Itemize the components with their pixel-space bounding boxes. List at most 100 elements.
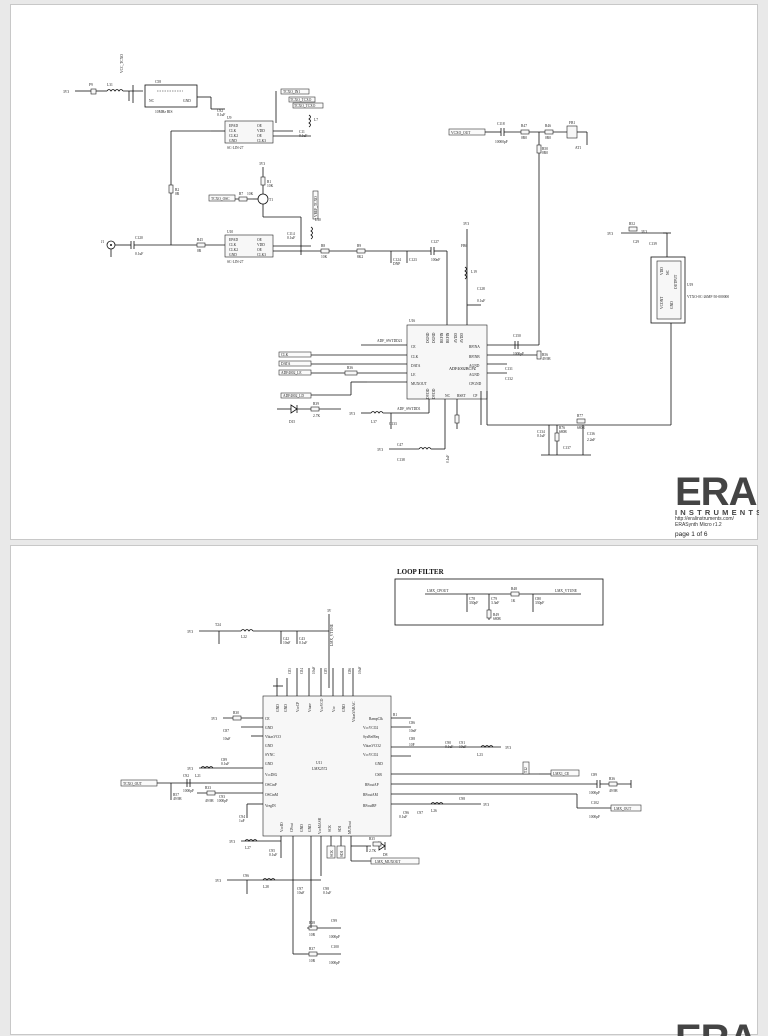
vco-part: VTXO-0C-26MF-50-000000: [687, 295, 729, 299]
resistor-r2: R2 0R: [168, 184, 180, 196]
svg-text:10nF: 10nF: [409, 729, 416, 733]
svg-text:R77: R77: [577, 414, 583, 418]
svg-text:SCK: SCK: [330, 850, 334, 857]
supply-l28: 3V3 L28 C96 C97 10uF C98 0.1uF: [215, 874, 331, 895]
svg-text:T24: T24: [215, 623, 221, 627]
svg-text:680R: 680R: [577, 426, 585, 430]
svg-text:R56: R56: [542, 353, 548, 357]
svg-text:DVDD: DVDD: [426, 388, 430, 399]
svg-text:C78: C78: [469, 597, 475, 601]
svg-text:L7: L7: [314, 118, 318, 122]
svg-text:OSCinP: OSCinP: [265, 783, 277, 787]
svg-text:0.1uF: 0.1uF: [269, 853, 277, 857]
svg-text:GND: GND: [229, 253, 237, 257]
rf-out-path: C89 1000pF R36 49.9R C102 1000pF: [391, 773, 632, 819]
svg-text:C29: C29: [633, 240, 639, 244]
svg-text:TCXO_OSC: TCXO_OSC: [211, 197, 230, 201]
svg-text:VccVCO2: VccVCO2: [363, 753, 378, 757]
svg-text:P9: P9: [89, 83, 93, 87]
svg-text:RFoutAM: RFoutAM: [363, 793, 379, 797]
svg-text:10R: 10R: [309, 933, 316, 937]
svg-text:VbiasVCO: VbiasVCO: [265, 735, 281, 739]
svg-text:C127: C127: [431, 240, 439, 244]
u11-left-nets: 3V3 R30 C87 10uF 3V3 C89 0.1uF: [187, 711, 263, 771]
svg-text:0.1uF: 0.1uF: [287, 236, 295, 240]
svg-text:10uF: 10uF: [297, 891, 304, 895]
svg-text:3V3: 3V3: [215, 879, 221, 883]
svg-text:AVDD: AVDD: [460, 333, 464, 343]
svg-text:GND: GND: [265, 744, 273, 748]
svg-text:OSCinM: OSCinM: [265, 793, 279, 797]
svg-text:R39: R39: [313, 402, 319, 406]
svg-text:ERA: ERA: [675, 1017, 757, 1036]
svg-text:C138: C138: [397, 458, 405, 462]
svg-text:C96: C96: [243, 874, 249, 878]
svg-text:R47: R47: [521, 124, 527, 128]
svg-text:C132: C132: [505, 377, 513, 381]
svg-text:OE: OE: [257, 248, 263, 252]
svg-text:T12: T12: [524, 767, 528, 773]
svg-text:10uF: 10uF: [223, 737, 230, 741]
svg-text:3V3: 3V3: [463, 222, 469, 226]
svg-text:L28: L28: [263, 885, 269, 889]
svg-text:C86: C86: [348, 668, 352, 674]
net-vref: VREF_TCXO: [312, 190, 319, 220]
u10-part: SC-LIN-27: [227, 260, 244, 264]
svg-text:0.1uF: 0.1uF: [221, 762, 229, 766]
osc-label: 10MHz BIS: [155, 110, 172, 114]
svg-text:ADF4002_LD: ADF4002_LD: [283, 394, 304, 398]
svg-text:L22: L22: [241, 635, 247, 639]
supply-l37: 3V3 L37 ADF_SWTDD1 C133: [349, 399, 430, 429]
svg-text:D8: D8: [383, 853, 388, 857]
svg-text:L26: L26: [431, 809, 437, 813]
svg-text:L21: L21: [195, 774, 201, 778]
svg-text:R57: R57: [173, 793, 179, 797]
svg-text:C91: C91: [459, 741, 465, 745]
svg-text:LE: LE: [411, 373, 416, 377]
net-adf-le: ADF4002_LE: [278, 369, 312, 376]
svg-text:VbiasVCO2: VbiasVCO2: [363, 744, 381, 748]
svg-text:C94: C94: [239, 815, 245, 819]
svg-text:J1: J1: [101, 240, 104, 244]
svg-text:49.9R: 49.9R: [173, 797, 182, 801]
svg-text:0.1uF: 0.1uF: [323, 891, 331, 895]
svg-text:10R: 10R: [309, 959, 316, 963]
svg-text:GND: GND: [265, 762, 273, 766]
svg-text:AGND: AGND: [469, 373, 480, 377]
svg-text:TCXO_OUT: TCXO_OUT: [123, 782, 143, 786]
svg-text:R7: R7: [239, 192, 243, 196]
svg-text:10K: 10K: [247, 192, 254, 196]
svg-text:GND: GND: [308, 824, 312, 832]
svg-text:0R0: 0R0: [521, 136, 527, 140]
svg-text:3V3: 3V3: [229, 840, 235, 844]
u9-ref: U9: [227, 116, 232, 120]
u11-part: LMX2572: [312, 767, 327, 771]
svg-text:LMX_OUT: LMX_OUT: [614, 807, 632, 811]
svg-text:1000pF: 1000pF: [513, 352, 524, 356]
u10-ref: U10: [227, 230, 233, 234]
svg-text:VccDIG: VccDIG: [265, 773, 278, 777]
svg-text:1000pF: 1000pF: [589, 815, 600, 819]
footer-page: page 1 of 6: [675, 531, 708, 538]
svg-text:C102: C102: [591, 801, 599, 805]
svg-text:R52: R52: [629, 222, 635, 226]
supply-l22: 3V3 L22 T24 C42 10nF C43 0.1uF 3V LMX_VT…: [187, 609, 334, 688]
svg-text:R36: R36: [609, 777, 615, 781]
svg-text:C97: C97: [297, 887, 303, 891]
svg-text:1000pF: 1000pF: [217, 799, 228, 803]
svg-text:VccVCO2: VccVCO2: [363, 726, 378, 730]
svg-text:3V3: 3V3: [63, 90, 69, 94]
svg-text:ADF4002_LE: ADF4002_LE: [281, 371, 302, 375]
svg-text:C83: C83: [288, 668, 292, 674]
svg-text:R33: R33: [205, 786, 211, 790]
svg-text:1000pF: 1000pF: [183, 789, 194, 793]
svg-text:CLK: CLK: [229, 243, 237, 247]
svg-text:GND: GND: [265, 726, 273, 730]
svg-text:VDD: VDD: [660, 267, 664, 275]
net-lmx-muxout: LMX_MUXOUT: [350, 846, 420, 865]
svg-text:R48: R48: [511, 587, 517, 591]
svg-text:FB6: FB6: [461, 244, 467, 248]
svg-text:49.9R: 49.9R: [609, 789, 618, 793]
svg-text:MUXout: MUXout: [348, 821, 352, 834]
net-tcxo-out: TCXO_OUT R57 49.9R C92 1000pF L21 R33 49…: [120, 774, 263, 823]
